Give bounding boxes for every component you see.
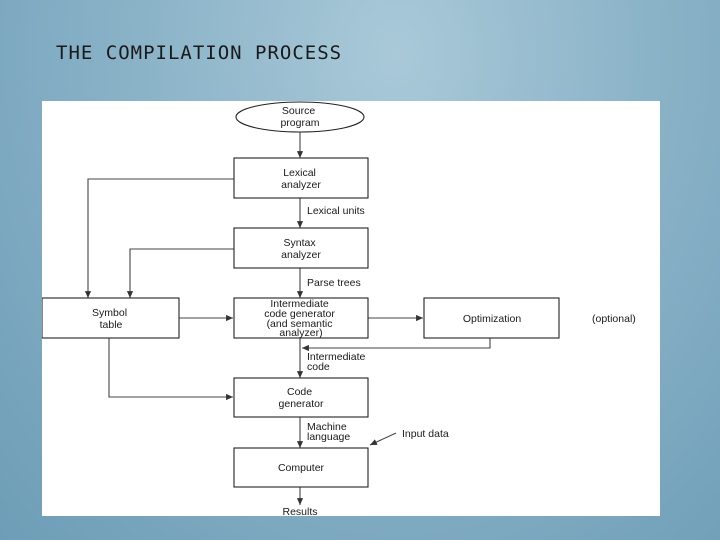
label-intermediate-code: Intermediate code <box>307 351 368 373</box>
symbol-table-line-1: Symbol <box>92 307 127 319</box>
node-code-generator: Code generator <box>233 377 369 418</box>
node-optimization: Optimization <box>423 297 560 339</box>
svg-text:Symbol table: Symbol table <box>92 307 130 331</box>
computer-label: Computer <box>278 462 325 474</box>
code-generator-line-1: Code <box>287 386 312 398</box>
intermediate-line-3: (and semantic <box>267 318 333 330</box>
node-symbol-table: Symbol table <box>42 297 180 339</box>
label-results: Results <box>282 506 317 516</box>
edge-input-data <box>369 432 397 446</box>
intermediate-line-1: Intermediate <box>270 298 329 310</box>
node-computer: Computer <box>233 447 369 488</box>
compilation-diagram: Source program Lexical analyzer Syntax a… <box>42 101 660 516</box>
label-parse-trees: Parse trees <box>307 277 361 289</box>
svg-text:Syntax analyzer: Syntax analyzer <box>281 237 321 261</box>
edge-lexical-to-symbol <box>84 178 234 298</box>
edges <box>84 131 491 505</box>
edge-optimization-return <box>302 338 491 352</box>
svg-text:Code generator: Code generator <box>279 386 324 410</box>
svg-text:Computer: Computer <box>278 462 325 474</box>
source-program-line-2: program <box>280 117 319 129</box>
svg-text:Lexical analyzer: Lexical analyzer <box>281 167 321 191</box>
lexical-analyzer-line-1: Lexical <box>283 167 316 179</box>
node-syntax-analyzer: Syntax analyzer <box>233 227 369 269</box>
svg-text:Intermediate code gene: Intermediate code generator (and semanti… <box>264 298 338 339</box>
optimization-label: Optimization <box>463 313 522 325</box>
svg-text:Optimization: Optimization <box>463 313 522 325</box>
node-source-program: Source program <box>235 101 365 133</box>
intermediate-line-4: analyzer) <box>279 327 322 339</box>
node-lexical-analyzer: Lexical analyzer <box>233 157 369 199</box>
label-lexical-units: Lexical units <box>307 205 365 217</box>
syntax-analyzer-line-1: Syntax <box>283 237 316 249</box>
label-machine-language: Machine language <box>307 421 350 443</box>
edge-symbol-to-code-generator <box>108 338 233 401</box>
source-program-line-1: Source <box>282 105 315 117</box>
svg-text:Source program: Source program <box>280 105 319 129</box>
node-intermediate-code-generator: Intermediate code generator (and semanti… <box>233 297 369 339</box>
diagram-svg: Source program Lexical analyzer Syntax a… <box>42 101 636 516</box>
slide-title: THE COMPILATION PROCESS <box>56 42 343 64</box>
syntax-analyzer-line-2: analyzer <box>281 249 321 261</box>
edge-syntax-to-symbol <box>126 248 234 298</box>
intermediate-line-2: code generator <box>264 308 335 320</box>
lexical-analyzer-line-2: analyzer <box>281 179 321 191</box>
label-optional: (optional) <box>592 313 636 325</box>
label-input-data: Input data <box>402 428 449 440</box>
symbol-table-line-2: table <box>100 319 123 331</box>
code-generator-line-2: generator <box>279 398 324 410</box>
